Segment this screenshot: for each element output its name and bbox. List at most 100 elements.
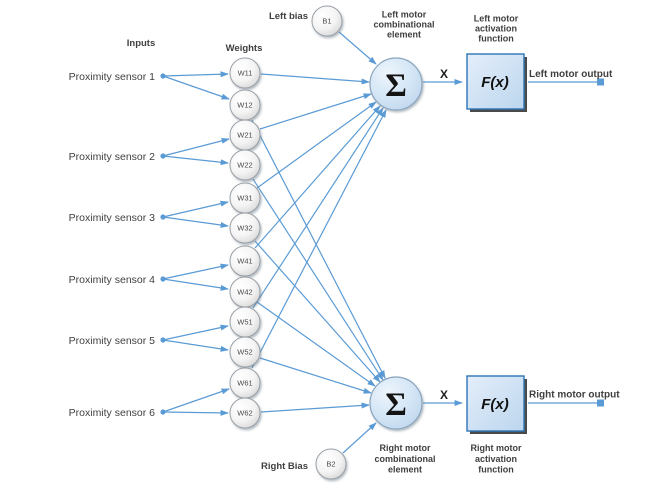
sensor-dot (160, 337, 166, 343)
right-bias-label: Right Bias (261, 461, 308, 472)
caption-line: function (478, 465, 514, 475)
right-output-terminal (597, 399, 604, 407)
weight-node-label: W62 (237, 409, 252, 418)
edge-s5-w51 (162, 324, 229, 341)
bias-node-b1: B1 (311, 5, 343, 37)
caption-line: element (388, 465, 422, 475)
left-motor-output-label: Left motor output (529, 69, 613, 80)
edge-w12-sumR (251, 119, 386, 379)
left-x-signal-label: X (440, 67, 448, 81)
edge-b1-sumL (338, 31, 377, 65)
edge-s3-w32 (162, 216, 229, 228)
edge-w31-sumL (256, 101, 377, 189)
caption-line: Left motor (474, 14, 519, 24)
sensor-dots (160, 73, 166, 415)
weight-node-w52: W52 (229, 336, 261, 368)
sum-symbol: Σ (385, 387, 407, 423)
edge-w22-sumR (252, 178, 384, 381)
weight-node-label: W12 (237, 101, 252, 110)
edge-s5-w52 (162, 339, 229, 352)
edge-s1-w11 (162, 71, 229, 78)
weight-node-w32: W32 (229, 212, 261, 244)
weight-node-w62: W62 (229, 397, 261, 429)
weights-header: Weights (226, 43, 263, 54)
right-activation-caption: Right motor activation function (471, 443, 522, 475)
caption-line: activation (475, 24, 517, 34)
sensor-to-weight-edges (162, 71, 230, 416)
sensor-dot (160, 276, 166, 282)
left-sum-node: Σ (369, 57, 423, 111)
sum-symbol: Σ (385, 68, 407, 104)
weight-node-w41: W41 (229, 245, 261, 277)
left-bias-label: Left bias (269, 11, 308, 22)
weight-nodes: W11 W12 W21 W22 W31 W32 W41 W42 W51 W52 … (229, 57, 261, 429)
caption-line: combinational (374, 454, 435, 464)
weight-node-w42: W42 (229, 276, 261, 308)
edge-w61-sumL (251, 109, 387, 369)
edge-w52-sumR (259, 357, 372, 394)
sensor-dot (160, 214, 166, 220)
right-sum-caption: Right motor combinational element (374, 443, 435, 475)
caption-line: Left motor (382, 10, 427, 20)
weight-node-label: W11 (238, 69, 253, 78)
caption-line: function (478, 34, 514, 44)
weight-node-w61: W61 (229, 367, 261, 399)
left-output-terminal (597, 78, 604, 86)
weight-node-label: W32 (237, 224, 252, 233)
sensor-label-4: Proximity sensor 4 (69, 274, 156, 286)
edge-s4-w42 (162, 278, 229, 291)
weight-node-w51: W51 (229, 306, 261, 338)
weight-node-label: W61 (237, 379, 252, 388)
edge-b2-sumR (342, 422, 377, 454)
weight-node-label: W22 (237, 161, 252, 170)
right-sum-node: Σ (369, 376, 423, 430)
edge-s2-w22 (162, 155, 229, 166)
edge-s1-w12 (162, 75, 230, 100)
weight-node-label: W31 (237, 194, 252, 203)
weight-node-label: W52 (237, 348, 252, 357)
edge-s6-w61 (162, 388, 230, 413)
weight-node-label: W51 (237, 318, 252, 327)
inputs-header: Inputs (127, 38, 156, 49)
edge-w51-sumL (252, 107, 384, 309)
sensor-label-5: Proximity sensor 5 (69, 335, 156, 347)
sensor-dot (160, 409, 166, 415)
caption-line: combinational (373, 20, 434, 30)
weight-node-w21: W21 (229, 119, 261, 151)
bias-node-label: B2 (326, 460, 335, 469)
edge-s3-w31 (162, 200, 229, 218)
bias-node-label: B1 (322, 17, 331, 26)
edge-w42-sumR (256, 301, 376, 387)
caption-line: element (387, 30, 421, 40)
bias-edges (338, 31, 377, 454)
edge-s6-w62 (162, 409, 229, 416)
caption-line: Right motor (380, 443, 431, 453)
edge-w62-sumR (260, 402, 370, 413)
output-edges (423, 78, 604, 407)
left-sum-caption: Left motor combinational element (373, 10, 434, 40)
bias-node-b2: B2 (315, 448, 347, 480)
edge-w32-sumR (254, 240, 381, 383)
weight-node-w11: W11 (229, 57, 261, 89)
weight-node-w31: W31 (229, 182, 261, 214)
edge-w21-sumL (259, 93, 372, 130)
weight-node-w22: W22 (229, 149, 261, 181)
sensor-label-3: Proximity sensor 3 (69, 212, 156, 224)
sensor-dot (160, 73, 166, 79)
caption-line: activation (475, 454, 517, 464)
caption-line: Right motor (471, 443, 522, 453)
left-activation-caption: Left motor activation function (474, 14, 519, 44)
weight-node-label: W42 (237, 288, 252, 297)
right-x-signal-label: X (440, 388, 448, 402)
right-motor-output-label: Right motor output (529, 390, 620, 401)
sensor-label-2: Proximity sensor 2 (69, 151, 156, 163)
left-activation-box: F(x) (466, 53, 527, 112)
right-activation-box: F(x) (466, 375, 527, 434)
weight-to-sum-edges (251, 73, 387, 413)
activation-symbol: F(x) (481, 396, 509, 413)
sensor-label-6: Proximity sensor 6 (69, 407, 156, 419)
weight-node-w12: W12 (229, 89, 261, 121)
edge-w11-sumL (260, 73, 370, 85)
